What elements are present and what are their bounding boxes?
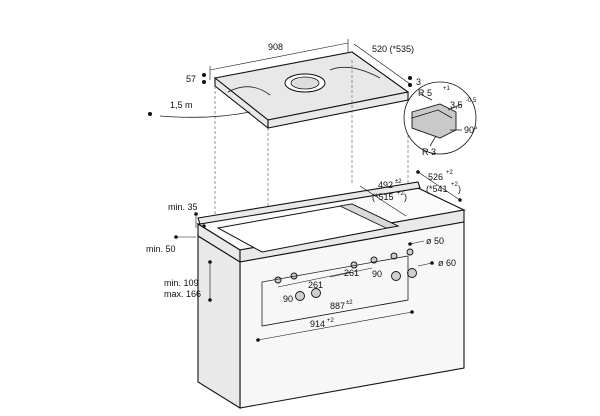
dim-57-dot-b <box>202 80 206 84</box>
cabinet-side <box>197 235 241 409</box>
r5-label: R 5 <box>418 88 432 98</box>
min109-dot-a <box>208 260 212 264</box>
hob-vent-inner <box>290 76 320 90</box>
min50-dot <box>174 235 178 239</box>
dim-3-dot-b <box>408 83 412 87</box>
r3-label: R 3 <box>422 147 436 157</box>
d35-sup: -0,5 <box>466 98 477 104</box>
hob-unit <box>213 51 410 130</box>
cable-label: 1,5 m <box>170 100 193 110</box>
dim-261a-line <box>277 271 351 288</box>
countertop-back-rim <box>197 181 421 225</box>
knob-6 <box>406 248 414 256</box>
dim-541-sup: +2 <box>451 182 459 188</box>
dim-526-dot-b <box>458 198 462 202</box>
dim-492-sup: ±2 <box>395 179 402 185</box>
dim-914-line <box>257 311 413 341</box>
dim-887-label: 887 <box>330 301 345 311</box>
max166-label: max. 166 <box>164 289 201 299</box>
min35-label: min. 35 <box>168 202 198 212</box>
dim-492-line <box>359 185 407 217</box>
dim-914-label: 914 <box>310 319 325 329</box>
dim-541-label: (*541 <box>426 184 448 194</box>
dia50-leader <box>409 240 425 245</box>
dim-492-label: 492 <box>378 180 393 190</box>
d35-label: 3,5 <box>450 100 463 110</box>
dia60-leader <box>417 262 433 267</box>
r5-sup: +1 <box>443 86 451 92</box>
dim-3-dot-a <box>408 76 412 80</box>
dim-261a-label: 261 <box>308 280 323 290</box>
knob-5 <box>390 252 398 260</box>
cabinet <box>196 181 466 409</box>
min50-label: min. 50 <box>146 244 176 254</box>
dim-57-label: 57 <box>186 74 196 84</box>
knob-big-2 <box>311 288 321 298</box>
dim-515-close: ) <box>404 192 407 202</box>
dim-526-sup: +2 <box>446 170 454 176</box>
dim-520-line <box>353 43 411 85</box>
cable-end-dot <box>148 112 152 116</box>
knob-big-3 <box>391 271 401 281</box>
knob-1 <box>274 276 282 284</box>
dim-526-line <box>417 171 461 201</box>
hob-zone-marks <box>227 66 381 96</box>
dim-520-label: 520 (*535) <box>372 44 414 54</box>
dim-57-dot-a <box>202 73 206 77</box>
dim-3-label: 3 <box>416 77 421 87</box>
min109-label: min. 109 <box>164 278 199 288</box>
dia60-label: ø 60 <box>438 258 456 268</box>
dim-887-line <box>261 299 409 327</box>
knob-big-4 <box>407 268 417 278</box>
dim-908-label: 908 <box>268 42 283 52</box>
dim-526-label: 526 <box>428 172 443 182</box>
dim-908-line <box>209 42 349 71</box>
dim-914-dot-a <box>256 338 260 342</box>
min35-dot-b <box>202 224 206 228</box>
ang90-label: 90° <box>464 125 478 135</box>
dim-261b-label: 261 <box>344 268 359 278</box>
dia60-dot <box>430 261 434 265</box>
dia50-label: ø 50 <box>426 236 444 246</box>
dim-90b-label: 90 <box>372 269 382 279</box>
dim-887-sup: ±2 <box>346 300 353 306</box>
min109-dot-b <box>208 298 212 302</box>
dim-261b-line <box>329 267 373 278</box>
dim-914-sup: +2 <box>327 318 335 324</box>
dia50-dot <box>408 242 412 246</box>
dim-515-label: (*515 <box>372 192 394 202</box>
dim-541-close: ) <box>458 184 461 194</box>
dim-526-dot-a <box>416 170 420 174</box>
dim-515-sup: +2 <box>397 191 405 197</box>
min35-dot-a <box>194 212 198 216</box>
dim-90a-label: 90 <box>283 294 293 304</box>
knob-big-1 <box>295 291 305 301</box>
dim-914-dot-b <box>410 310 414 314</box>
cutout-inner-wall <box>338 203 400 229</box>
edge-profile-detail <box>403 81 477 155</box>
cable-line <box>159 111 251 118</box>
